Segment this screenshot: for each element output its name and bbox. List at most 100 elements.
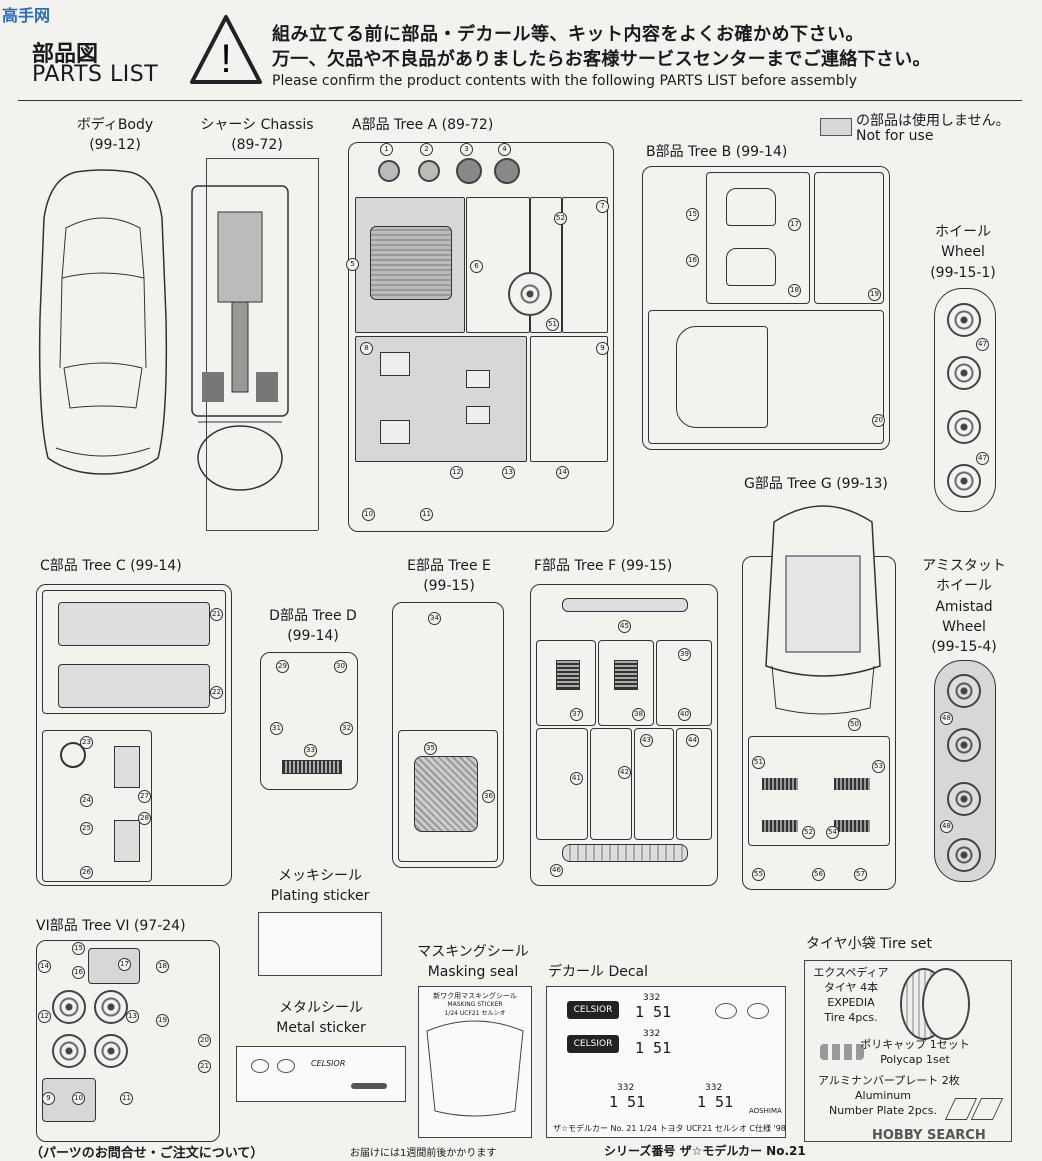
tree-f-box-37 [536, 640, 596, 726]
decal-brand-1: CELSIOR [567, 1001, 619, 1019]
tree-vi-hub-4 [94, 1034, 128, 1068]
part-number: 35 [424, 742, 437, 755]
tire-expedia-label: エクスペディア タイヤ 4本 EXPEDIA Tire 4pcs. [806, 966, 896, 1025]
part-number: 46 [550, 864, 563, 877]
notice-ja-2: 万一、欠品や不良品がありましたらお客様サービスセンターまでご連絡下さい。 [272, 49, 931, 70]
tree-b-label: B部品 Tree B (99-14) [646, 144, 788, 160]
decal-label: デカール Decal [548, 964, 649, 980]
part-number: 6 [470, 260, 483, 273]
footer-left: （パーツのお問合せ・ご注文について） [30, 1146, 264, 1161]
part-number: 23 [80, 736, 93, 749]
tree-b-seat-17 [726, 188, 776, 226]
polycap-ja: ポリキャップ 1セット [860, 1038, 970, 1051]
tree-vi-part-17 [88, 948, 140, 984]
tree-c-door-box [42, 590, 226, 714]
part-number: 17 [788, 218, 801, 231]
polycap-label: ポリキャップ 1セット Polycap 1set [860, 1038, 970, 1068]
part-number: 8 [360, 342, 373, 355]
part-number: 1 [380, 143, 393, 156]
part-number: 20 [198, 1034, 211, 1047]
part-number: 53 [872, 760, 885, 773]
tree-g-light-51 [762, 778, 798, 790]
body-label: ボディBody (99-12) [60, 115, 170, 156]
decal-caption: ザ☆モデルカー No. 21 1/24 トヨタ UCF21 セルシオ C仕様 '… [553, 1124, 786, 1133]
decal-plate-2-top: 332 [643, 1029, 661, 1039]
metal-sticker-sheet: CELSIOR [236, 1046, 406, 1102]
tree-f-grille-37 [556, 660, 580, 690]
masking-label-en: Masking seal [427, 964, 519, 981]
polycap-en: Polycap 1set [880, 1052, 950, 1066]
part-number: 33 [304, 744, 317, 757]
tree-f-bumper-46 [562, 844, 688, 862]
tree-f-box-43 [634, 728, 674, 840]
decal-plate-2: 1 51 [635, 1039, 672, 1057]
tree-g-window-drawing [765, 505, 881, 715]
tree-vi-hub-1 [52, 990, 86, 1024]
tree-e-label-code: (99-15) [423, 578, 475, 595]
tree-c-door-22 [58, 664, 210, 708]
part-number: 20 [872, 414, 885, 427]
wheel-label-code: (99-15-1) [930, 264, 996, 281]
plate-en: Aluminum [855, 1088, 911, 1102]
tree-a-wheel-51 [508, 272, 552, 316]
tree-b-seat-18 [726, 248, 776, 286]
amistad-label: アミスタット ホイール Amistad Wheel (99-15-4) [916, 556, 1012, 657]
chassis-drawing [191, 185, 289, 491]
tree-b-floor-box [648, 310, 884, 444]
tree-a-muffler [466, 370, 490, 388]
part-number: 47 [976, 338, 989, 351]
part-number: 40 [678, 708, 691, 721]
part-number: 28 [138, 812, 151, 825]
part-number: 19 [868, 288, 881, 301]
tree-c-label: C部品 Tree C (99-14) [40, 558, 182, 574]
wheel-frame [934, 288, 996, 512]
tree-g-lights-box [748, 736, 890, 846]
tree-a-disc-3 [456, 158, 482, 184]
wheel-label: ホイール Wheel (99-15-1) [918, 222, 1008, 283]
part-number: 9 [42, 1092, 55, 1105]
wheel-part-2 [947, 356, 981, 390]
plating-label: メッキシール Plating sticker [258, 866, 382, 907]
tree-b-seat-box [706, 172, 810, 304]
masking-label: マスキングシール Masking seal [412, 942, 534, 983]
part-number: 18 [788, 284, 801, 297]
plating-label-en: Plating sticker [270, 888, 370, 905]
part-number: 37 [570, 708, 583, 721]
part-number: 57 [854, 868, 867, 881]
part-number: 13 [126, 1010, 139, 1023]
tree-f-box-39 [656, 640, 712, 726]
part-number: 22 [210, 686, 223, 699]
tree-a-part-52-box [530, 197, 562, 333]
part-number: 9 [596, 342, 609, 355]
part-number: 24 [80, 794, 93, 807]
decal-plate-4-top: 332 [705, 1083, 723, 1093]
tire-icon-2 [922, 968, 970, 1040]
wheel-part-3 [947, 410, 981, 444]
tree-vi-frame [36, 940, 220, 1142]
tree-f-box-41 [536, 728, 588, 840]
plate-ja: アルミナンバープレート 2枚 [818, 1074, 960, 1087]
metal-label: メタルシール Metal sticker [264, 998, 378, 1039]
part-number: 51 [546, 318, 559, 331]
tree-a-muffler-2 [466, 406, 490, 424]
footer-mid: お届けには1週間前後かかります [350, 1148, 497, 1159]
part-number: 4 [498, 143, 511, 156]
wheel-label-ja: ホイール [935, 224, 991, 240]
tree-vi-label: VI部品 Tree VI (97-24) [36, 918, 186, 934]
tree-a-exhaust-2 [380, 420, 410, 444]
tree-e-frame-box [398, 730, 498, 862]
chassis-label: シャーシ Chassis (89-72) [194, 115, 320, 156]
tree-e-suspension-36 [414, 756, 478, 832]
part-number: 44 [686, 734, 699, 747]
chassis-runner-left [206, 158, 207, 530]
part-number: 29 [276, 660, 289, 673]
part-number: 26 [80, 866, 93, 879]
amistad-label-code: (99-15-4) [931, 639, 997, 656]
decal-plate-1-top: 332 [643, 993, 661, 1003]
tire-expedia-en: EXPEDIA [827, 995, 875, 1009]
part-number: 32 [340, 722, 353, 735]
tree-vi-hub-2 [94, 990, 128, 1024]
part-number: 21 [198, 1060, 211, 1073]
watermark-corner-text: 高手网 [2, 6, 51, 25]
decal-plate-3-top: 332 [617, 1083, 635, 1093]
